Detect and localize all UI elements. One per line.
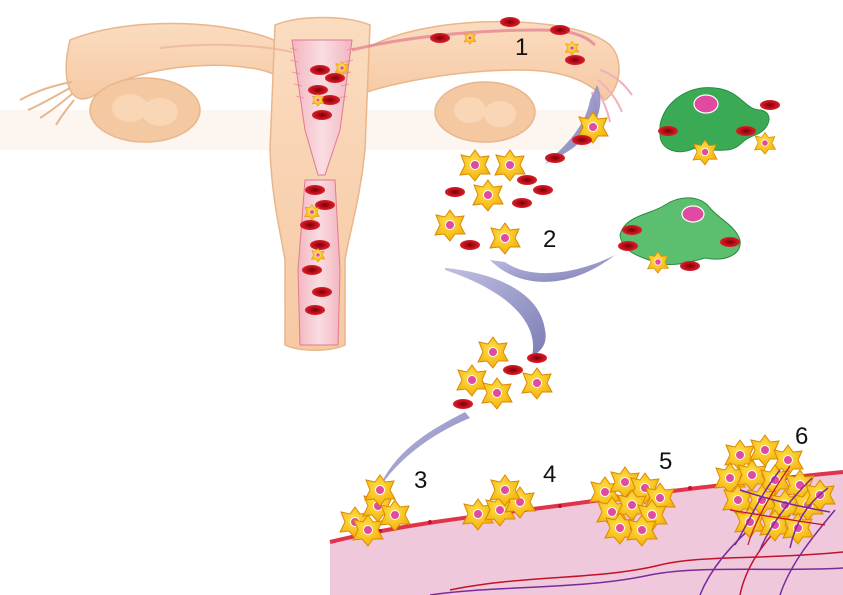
arrow-to-macrophage: [490, 255, 615, 282]
macrophage-icon: [618, 198, 740, 273]
step-label-2: 2: [543, 228, 556, 252]
macrophage-icon: [658, 88, 780, 165]
step-label-1: 1: [515, 36, 528, 60]
step-label-3: 3: [414, 469, 427, 493]
step-label-6: 6: [795, 425, 808, 449]
step-label-4: 4: [543, 463, 556, 487]
step-label-5: 5: [659, 450, 672, 474]
